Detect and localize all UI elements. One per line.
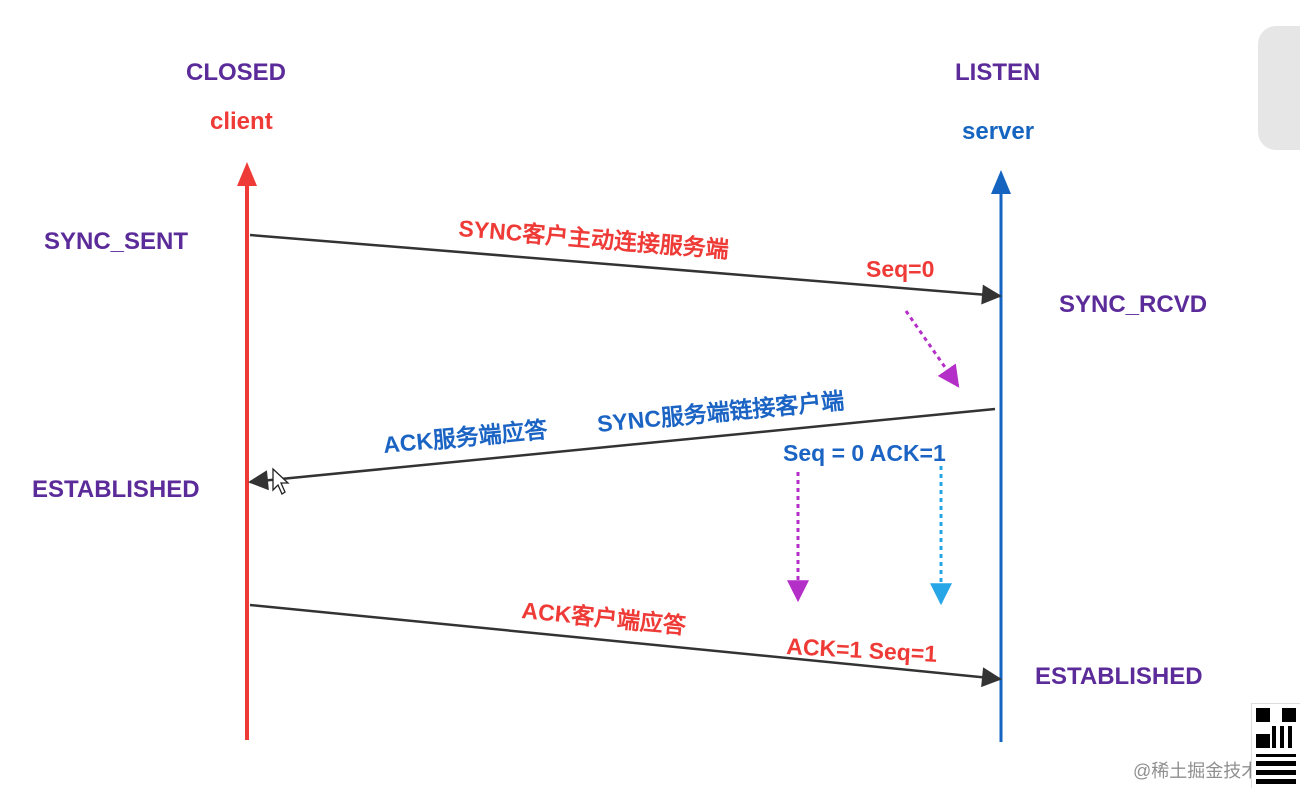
syn-arrow xyxy=(249,233,1002,305)
sync-reply-label: SYNC服务端链接客户端 xyxy=(596,387,845,437)
server-state-established: ESTABLISHED xyxy=(1035,663,1203,690)
client-lifeline-arrowhead xyxy=(237,162,257,186)
seq-ack-label: Seq = 0 ACK=1 xyxy=(783,440,946,466)
server-state-listen: LISTEN xyxy=(955,59,1040,86)
client-state-closed: CLOSED xyxy=(186,59,286,86)
ack-arrow xyxy=(249,603,1002,688)
mouse-cursor-icon xyxy=(272,467,290,495)
client-label: client xyxy=(210,108,273,135)
client-state-sync-sent: SYNC_SENT xyxy=(44,228,188,255)
server-state-sync-rcvd: SYNC_RCVD xyxy=(1059,291,1207,318)
side-widget-panel[interactable] xyxy=(1258,26,1300,150)
server-lifeline-arrowhead xyxy=(991,170,1011,194)
ack-reply-label: ACK服务端应答 xyxy=(382,416,550,458)
client-state-established: ESTABLISHED xyxy=(32,476,200,503)
ack-seq-label: ACK=1 Seq=1 xyxy=(786,633,938,667)
qr-code-icon[interactable] xyxy=(1251,703,1300,788)
server-label: server xyxy=(962,118,1034,145)
syn-ack-arrow xyxy=(248,407,996,491)
seq-hint-arrow xyxy=(904,310,960,388)
ack-message-label: ACK客户端应答 xyxy=(521,597,689,639)
syn-seq-label: Seq=0 xyxy=(866,256,934,282)
